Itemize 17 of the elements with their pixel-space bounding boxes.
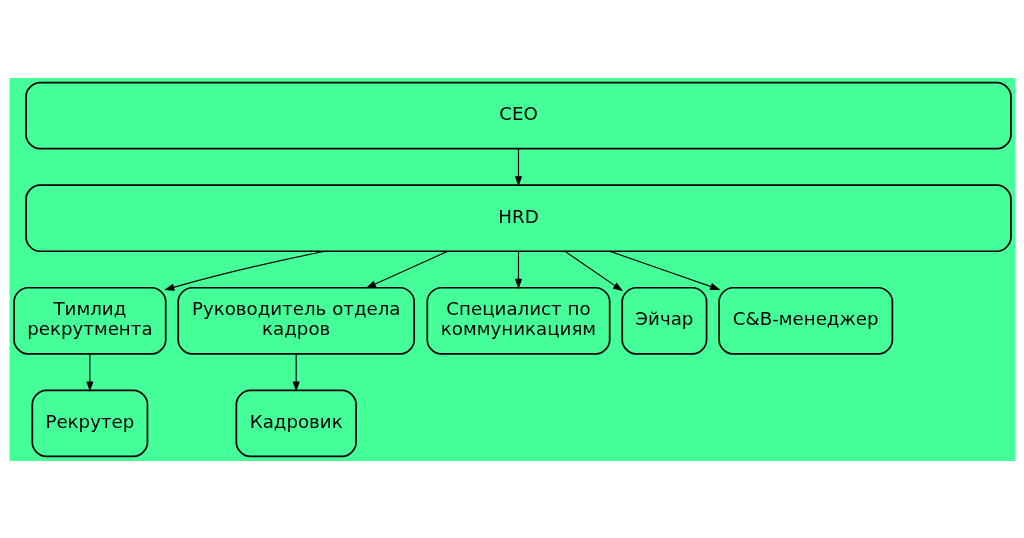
arrow [292,353,300,392]
arrow [514,148,522,187]
arrow [609,250,720,290]
node-box: Эйчар [620,286,707,355]
node-box: Рекрутер [30,388,148,457]
node-box: Руководитель отдела кадров [176,286,415,355]
node-box: HRD [24,183,1012,252]
node-box: Специалист по коммуникациям [425,286,611,355]
node-box: Кадровик [235,388,357,457]
arrow [163,250,326,291]
node-box: CEO [24,81,1012,150]
arrow [563,250,623,291]
arrow [514,250,522,289]
node-box: Тимлид рекрутмента [12,286,167,355]
arrow [85,353,93,392]
arrow [365,250,448,288]
node-box: C&B-менеджер [717,286,893,355]
